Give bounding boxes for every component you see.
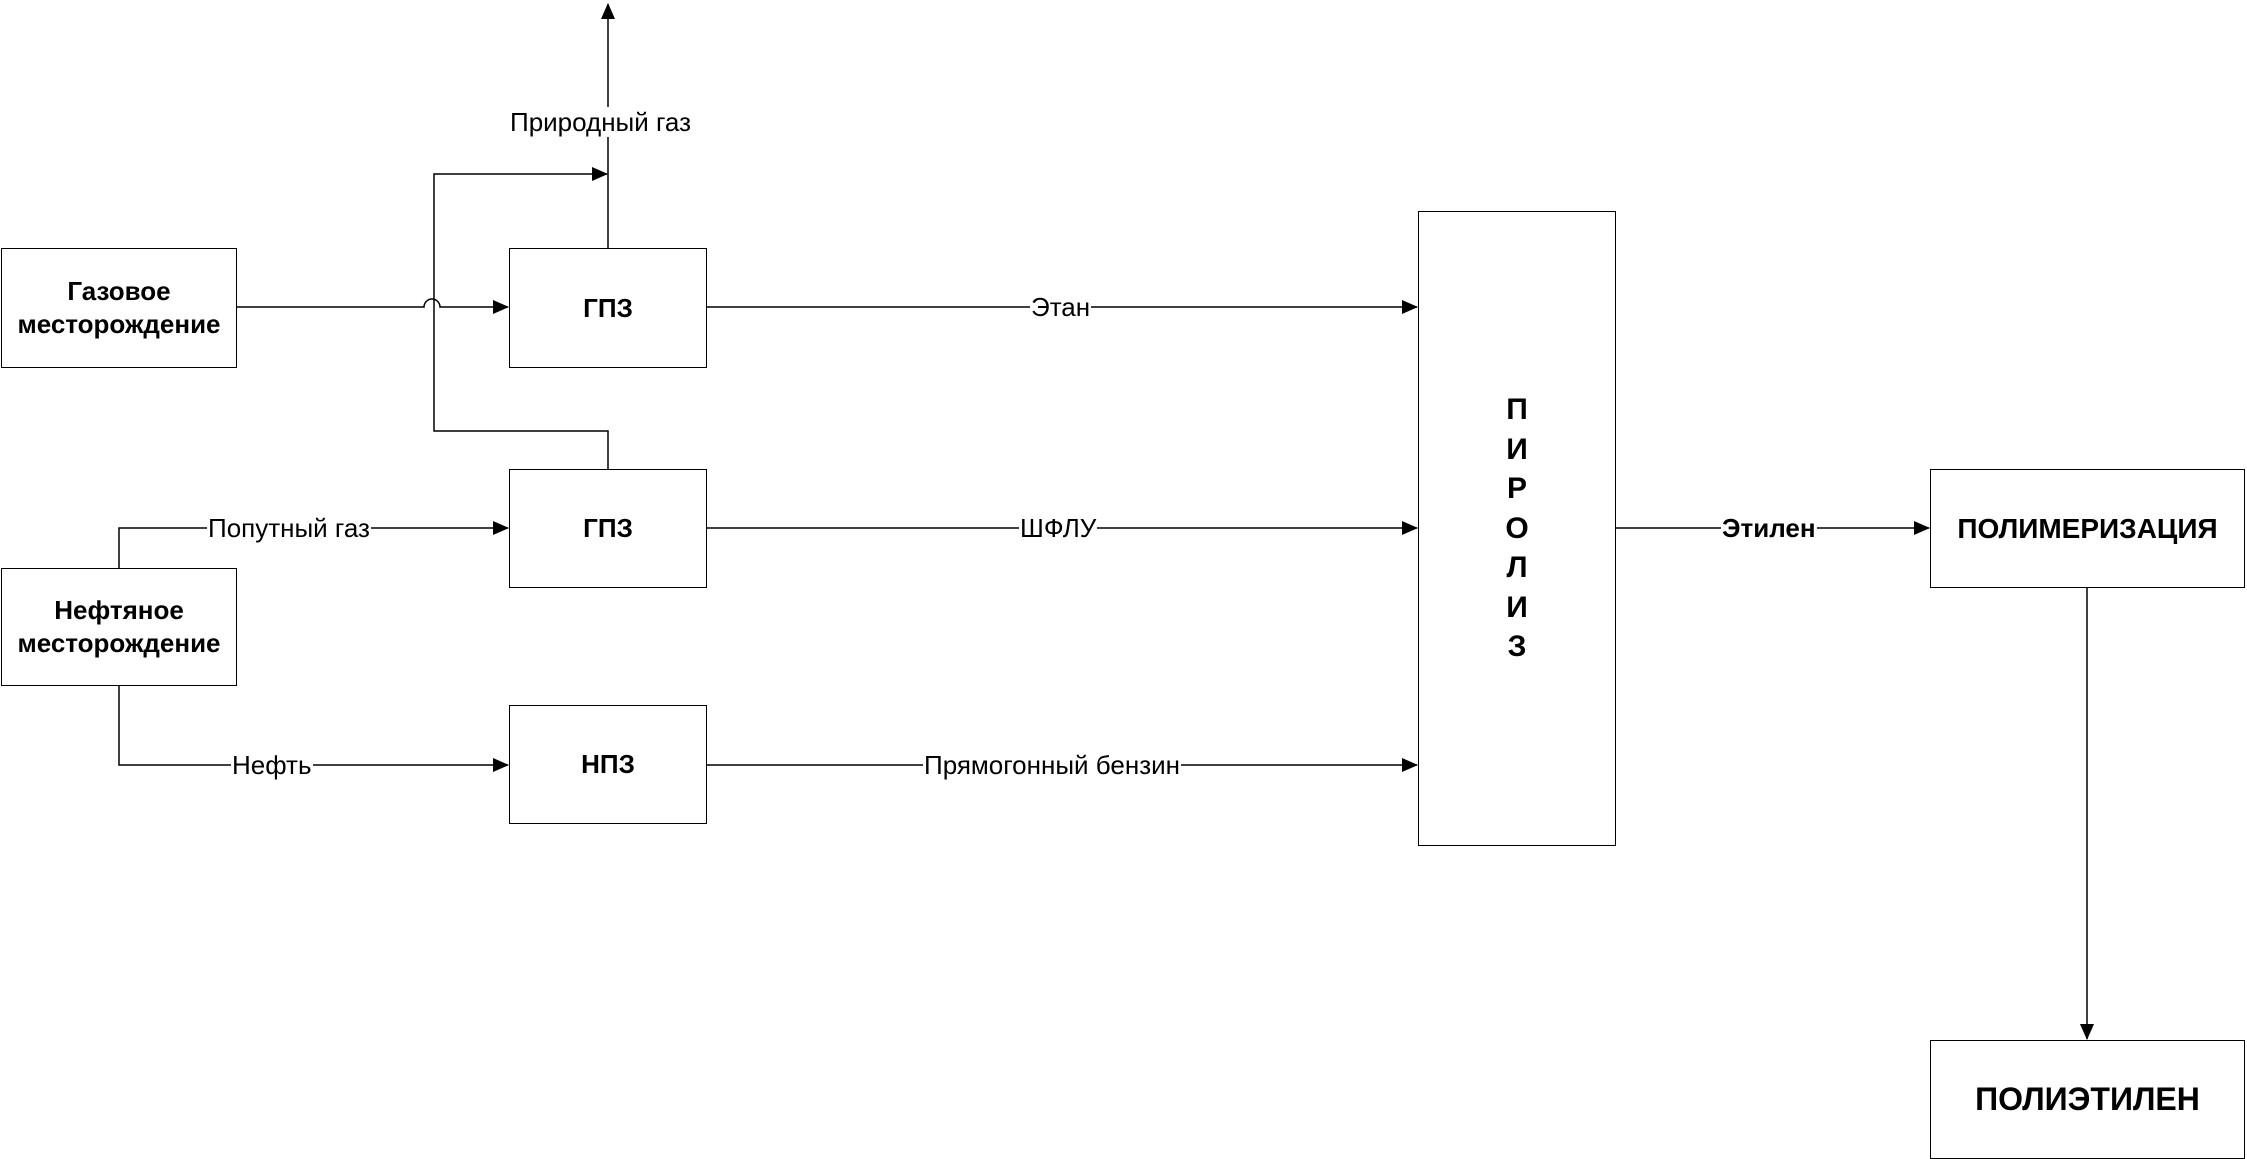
edge-gasfield-to-gpz: [236, 298, 509, 314]
gpz-top-box: ГПЗ: [509, 248, 707, 368]
edge-label-natural-gas: Природный газ: [509, 107, 692, 137]
npz-box: НПЗ: [509, 705, 707, 824]
gpz-mid-box: ГПЗ: [509, 469, 707, 588]
edge-label-ethylene: Этилен: [1721, 513, 1817, 543]
pyrolysis-letter: Л: [1506, 551, 1528, 584]
edge-label-ethane: Этан: [1030, 292, 1092, 322]
edge-label-oil: Нефть: [231, 750, 313, 780]
edge-gpz-mid-bypass: [433, 167, 609, 469]
pyrolysis-letter: П: [1506, 393, 1528, 426]
edge-associated-gas: [118, 521, 509, 568]
edge-label-associated-gas: Попутный газ: [207, 513, 371, 543]
polymerization-box: ПОЛИМЕРИЗАЦИЯ: [1930, 469, 2245, 588]
pyrolysis-letter: О: [1505, 511, 1529, 545]
gas-field-box: Газовое месторождение: [1, 248, 237, 368]
pyrolysis-letter: З: [1507, 630, 1527, 663]
pyrolysis-letter: И: [1506, 432, 1528, 466]
pyrolysis-letter: Р: [1506, 472, 1527, 505]
polyethylene-box: ПОЛИЭТИЛЕН: [1930, 1040, 2245, 1159]
oil-field-box: Нефтяное месторождение: [1, 568, 237, 686]
pyrolysis-box: П И Р О Л И З: [1418, 211, 1616, 846]
pyrolysis-letter: И: [1506, 590, 1528, 624]
edge-label-ngl: ШФЛУ: [1019, 513, 1098, 543]
edge-label-naphtha: Прямогонный бензин: [923, 750, 1182, 780]
edge-oil: [118, 686, 509, 772]
